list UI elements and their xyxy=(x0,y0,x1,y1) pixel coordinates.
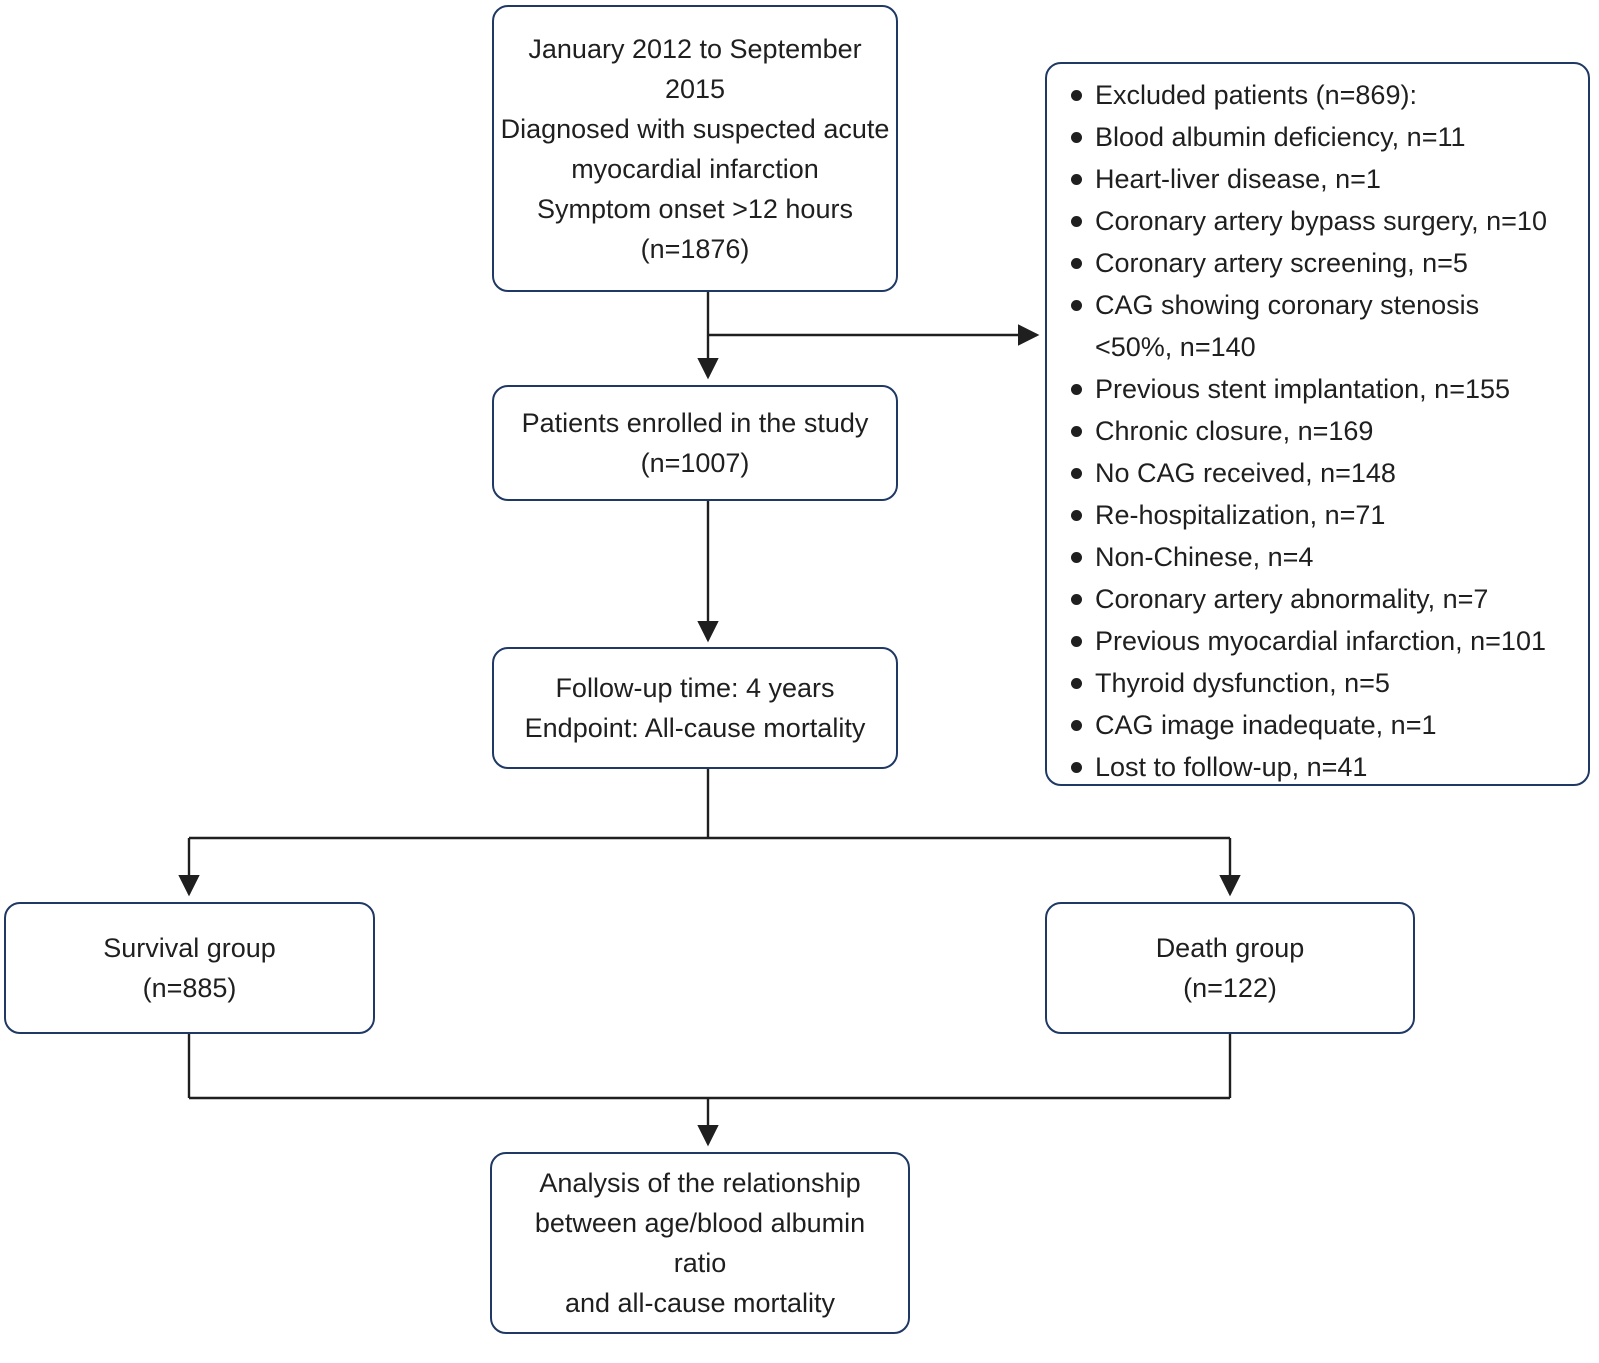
excluded-item-text: Previous myocardial infarction, n=101 xyxy=(1095,626,1546,656)
bullet-icon xyxy=(1069,662,1095,704)
excluded-item: Heart-liver disease, n=1 xyxy=(1069,158,1580,200)
excluded-item-text: Previous stent implantation, n=155 xyxy=(1095,374,1511,404)
bullet-icon xyxy=(1069,368,1095,410)
excluded-item: Non-Chinese, n=4 xyxy=(1069,536,1580,578)
excluded-patients-content: Excluded patients (n=869): Blood albumin… xyxy=(1047,64,1588,798)
bullet-icon xyxy=(1069,158,1095,200)
box-survival-group: Survival group (n=885) xyxy=(4,902,375,1034)
analysis-text: Analysis of the relationship between age… xyxy=(534,1168,866,1318)
excluded-item: Previous stent implantation, n=155 xyxy=(1069,368,1580,410)
excluded-item-text: Coronary artery abnormality, n=7 xyxy=(1095,584,1489,614)
box-enrolled-patients: Patients enrolled in the study (n=1007) xyxy=(492,385,898,501)
excluded-item-text: CAG showing coronary stenosis <50%, n=14… xyxy=(1095,290,1480,362)
bullet-icon xyxy=(1069,620,1095,662)
excluded-item: CAG showing coronary stenosis <50%, n=14… xyxy=(1069,284,1580,368)
excluded-item-text: Lost to follow-up, n=41 xyxy=(1095,752,1368,782)
followup-text: Follow-up time: 4 years Endpoint: All-ca… xyxy=(524,673,866,743)
excluded-item: Thyroid dysfunction, n=5 xyxy=(1069,662,1580,704)
enrolled-patients-text: Patients enrolled in the study (n=1007) xyxy=(521,408,869,478)
excluded-item: Coronary artery screening, n=5 xyxy=(1069,242,1580,284)
bullet-icon xyxy=(1069,578,1095,620)
excluded-item: Re-hospitalization, n=71 xyxy=(1069,494,1580,536)
excluded-item: No CAG received, n=148 xyxy=(1069,452,1580,494)
excluded-item-text: Thyroid dysfunction, n=5 xyxy=(1095,668,1390,698)
excluded-item-text: Non-Chinese, n=4 xyxy=(1095,542,1314,572)
bullet-icon xyxy=(1069,200,1095,242)
source-population-text: January 2012 to September 2015 Diagnosed… xyxy=(500,33,890,264)
excluded-item-text: Coronary artery screening, n=5 xyxy=(1095,248,1468,278)
bullet-icon xyxy=(1069,452,1095,494)
excluded-item-text: Re-hospitalization, n=71 xyxy=(1095,500,1386,530)
excluded-item-text: Excluded patients (n=869): xyxy=(1095,80,1417,110)
excluded-item-text: Heart-liver disease, n=1 xyxy=(1095,164,1381,194)
bullet-icon xyxy=(1069,116,1095,158)
excluded-list: Excluded patients (n=869): Blood albumin… xyxy=(1069,74,1580,788)
bullet-icon xyxy=(1069,284,1095,326)
box-followup: Follow-up time: 4 years Endpoint: All-ca… xyxy=(492,647,898,769)
excluded-item: Lost to follow-up, n=41 xyxy=(1069,746,1580,788)
box-analysis: Analysis of the relationship between age… xyxy=(490,1152,910,1334)
bullet-icon xyxy=(1069,410,1095,452)
excluded-item: Excluded patients (n=869): xyxy=(1069,74,1580,116)
bullet-icon xyxy=(1069,74,1095,116)
excluded-item-text: No CAG received, n=148 xyxy=(1095,458,1396,488)
bullet-icon xyxy=(1069,494,1095,536)
excluded-item-text: Coronary artery bypass surgery, n=10 xyxy=(1095,206,1547,236)
bullet-icon xyxy=(1069,242,1095,284)
excluded-item: CAG image inadequate, n=1 xyxy=(1069,704,1580,746)
box-source-population: January 2012 to September 2015 Diagnosed… xyxy=(492,5,898,292)
excluded-item-text: CAG image inadequate, n=1 xyxy=(1095,710,1437,740)
excluded-item: Chronic closure, n=169 xyxy=(1069,410,1580,452)
excluded-item-text: Chronic closure, n=169 xyxy=(1095,416,1374,446)
bullet-icon xyxy=(1069,704,1095,746)
excluded-item: Previous myocardial infarction, n=101 xyxy=(1069,620,1580,662)
excluded-item-text: Blood albumin deficiency, n=11 xyxy=(1095,122,1466,152)
bullet-icon xyxy=(1069,536,1095,578)
box-excluded-patients: Excluded patients (n=869): Blood albumin… xyxy=(1045,62,1590,786)
excluded-item: Coronary artery bypass surgery, n=10 xyxy=(1069,200,1580,242)
box-death-group: Death group (n=122) xyxy=(1045,902,1415,1034)
survival-group-text: Survival group (n=885) xyxy=(103,933,276,1003)
death-group-text: Death group (n=122) xyxy=(1155,933,1305,1003)
excluded-item: Coronary artery abnormality, n=7 xyxy=(1069,578,1580,620)
excluded-item: Blood albumin deficiency, n=11 xyxy=(1069,116,1580,158)
bullet-icon xyxy=(1069,746,1095,788)
